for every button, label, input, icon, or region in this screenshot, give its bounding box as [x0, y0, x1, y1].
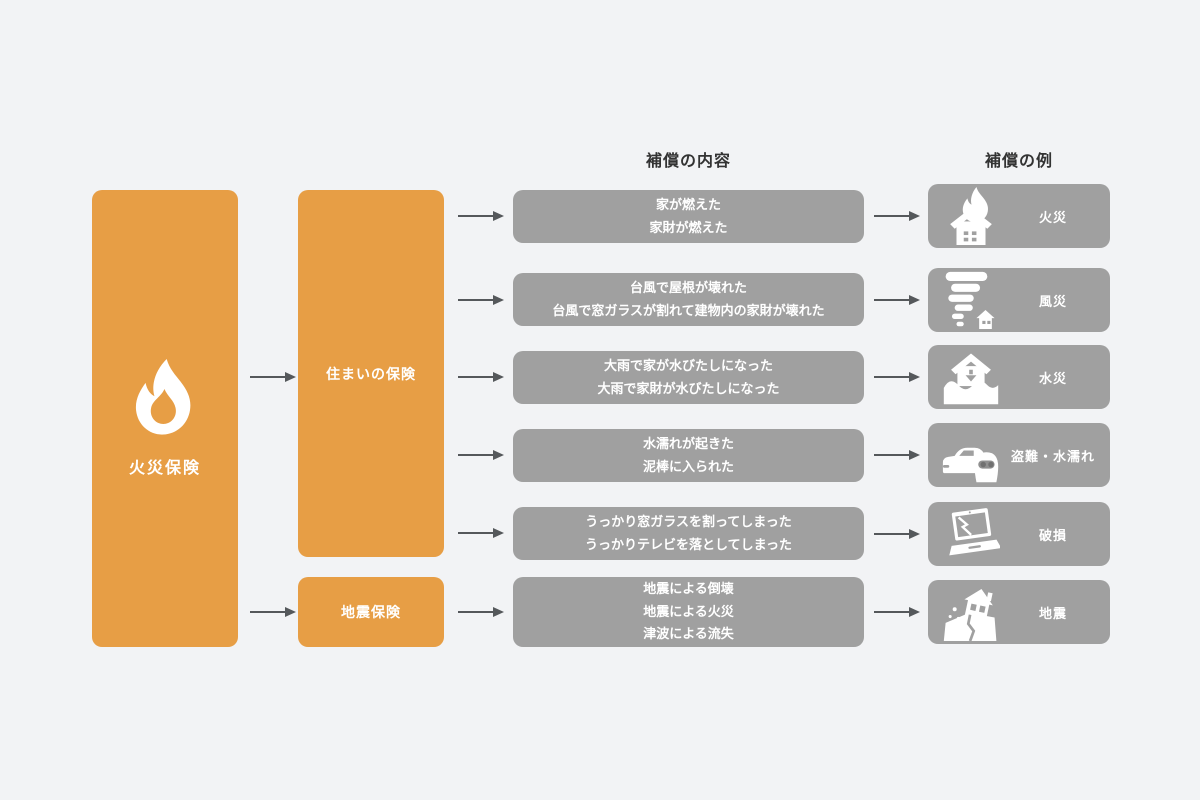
branch-box-home-insurance: 住まいの保険 — [298, 190, 444, 557]
root-box-fire-insurance: 火災保険 — [92, 190, 238, 647]
branch-home-label: 住まいの保険 — [326, 365, 416, 382]
coverage-text: 水濡れが起きた 泥棒に入られた — [642, 435, 734, 474]
arrow-icon — [458, 527, 504, 539]
branch-box-earthquake-insurance: 地震保険 — [298, 577, 444, 647]
thief-car-icon — [940, 424, 1002, 486]
example-box-wind: 風災 — [928, 268, 1110, 332]
coverage-box-breakage: うっかり窓ガラスを割ってしまった うっかりテレビを落としてしまった — [513, 507, 864, 560]
coverage-box-theft: 水濡れが起きた 泥棒に入られた — [513, 429, 864, 482]
example-label: 盗難・水濡れ — [1010, 448, 1095, 464]
coverage-text: 大雨で家が水びたしになった 大雨で家財が水びたしになった — [597, 357, 780, 396]
example-label: 地震 — [1038, 605, 1067, 621]
examples-column-header: 補償の例 — [984, 153, 1053, 170]
tornado-icon — [940, 269, 1002, 331]
earthquake-house-icon — [940, 581, 1002, 643]
example-box-theft: 盗難・水濡れ — [928, 423, 1110, 487]
coverage-text: 地震による倒壊 地震による火災 津波による流失 — [643, 580, 734, 642]
arrow-icon — [874, 528, 920, 540]
coverage-box-wind: 台風で屋根が壊れた 台風で窓ガラスが割れて建物内の家財が壊れた — [513, 273, 864, 326]
coverage-text: うっかり窓ガラスを割ってしまった うっかりテレビを落としてしまった — [584, 513, 793, 552]
flame-icon — [129, 359, 201, 444]
branch-quake-label: 地震保険 — [341, 604, 401, 620]
coverage-box-fire: 家が燃えた 家財が燃えた — [513, 190, 864, 243]
burning-house-icon — [940, 185, 1002, 247]
example-box-breakage: 破損 — [928, 502, 1110, 566]
broken-laptop-icon — [940, 503, 1002, 565]
arrow-icon — [874, 606, 920, 618]
example-box-fire: 火災 — [928, 184, 1110, 248]
coverage-box-earthquake: 地震による倒壊 地震による火災 津波による流失 — [513, 577, 864, 647]
example-box-earthquake: 地震 — [928, 580, 1110, 644]
arrow-icon — [874, 449, 920, 461]
arrow-icon — [458, 210, 504, 222]
example-label: 水災 — [1038, 370, 1067, 386]
example-label: 火災 — [1038, 209, 1067, 225]
coverage-text: 家が燃えた 家財が燃えた — [649, 196, 728, 235]
arrow-icon — [250, 371, 296, 383]
arrow-icon — [458, 294, 504, 306]
coverage-text: 台風で屋根が壊れた 台風で窓ガラスが割れて建物内の家財が壊れた — [552, 279, 825, 318]
arrow-icon — [458, 371, 504, 383]
example-label: 風災 — [1038, 293, 1067, 309]
arrow-icon — [250, 606, 296, 618]
arrow-icon — [874, 294, 920, 306]
arrow-icon — [458, 606, 504, 618]
root-label: 火災保険 — [128, 460, 201, 477]
coverage-column-header: 補償の内容 — [645, 153, 731, 170]
arrow-icon — [874, 371, 920, 383]
example-label: 破損 — [1038, 527, 1067, 543]
arrow-icon — [874, 210, 920, 222]
arrow-icon — [458, 449, 504, 461]
flooded-house-icon — [940, 346, 1002, 408]
coverage-box-flood: 大雨で家が水びたしになった 大雨で家財が水びたしになった — [513, 351, 864, 404]
example-box-flood: 水災 — [928, 345, 1110, 409]
